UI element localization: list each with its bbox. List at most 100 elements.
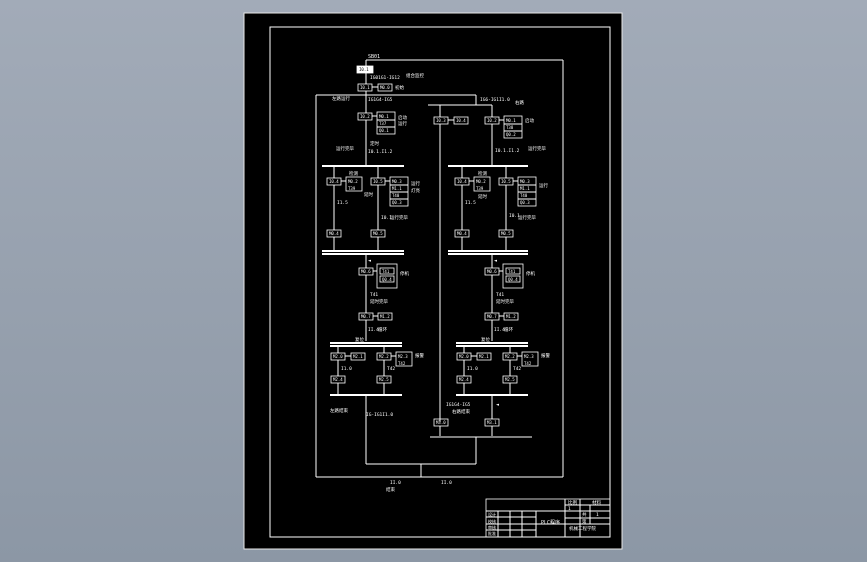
trans-label-16: I1.0 — [467, 366, 478, 372]
step-box-11-label: M0.4 — [457, 231, 467, 236]
note-28: 循环 — [504, 326, 513, 333]
note-2: 初始 — [395, 84, 404, 91]
step-box-3-label: I0.3 — [436, 118, 446, 123]
action-3b: T39 — [348, 186, 356, 191]
trans-label-3: IG6-IG1I1.0 — [480, 97, 510, 103]
trans-label-4: I0.1.I1.2 — [368, 149, 393, 155]
step-box-25[interactable] — [433, 418, 449, 427]
action-10b: T42 — [524, 361, 532, 366]
action-9a-label: T41 — [508, 269, 516, 274]
trans-label-14: T41 — [496, 292, 504, 298]
step-box-6-label: I0.5 — [373, 179, 383, 184]
note-3: 左路运行 — [332, 95, 350, 102]
step-box-23-label: M2.4 — [459, 377, 469, 382]
svg-text:机械工程学院: 机械工程学院 — [569, 525, 596, 532]
step-box-4-label: I0.2 — [487, 118, 497, 123]
action-group-8 — [395, 351, 413, 367]
action-10a: M2.3 — [524, 354, 534, 359]
note-22: 循环 — [378, 326, 387, 333]
svg-text:共: 共 — [582, 511, 587, 518]
note-30: 报警 — [541, 352, 550, 359]
bottom-right-label: II.0 — [441, 480, 452, 486]
note-23: 复位 — [355, 336, 364, 343]
trans-label-9: I0.1 — [509, 213, 520, 219]
step-box-12-label: M0.5 — [501, 231, 511, 236]
note-18: 运行 — [539, 182, 548, 189]
action-group-9 — [502, 263, 524, 289]
action-6c: T40 — [520, 193, 528, 198]
action-group-1 — [376, 111, 396, 135]
action-box-15[interactable] — [350, 352, 366, 361]
trans-label-1: IG01G1-IG12 — [370, 75, 400, 81]
step-box-26-label: M3.1 — [487, 420, 497, 425]
action-group-3 — [345, 176, 363, 192]
action-4c: T40 — [392, 193, 400, 198]
action-box-3[interactable] — [453, 116, 469, 125]
note-16: 检测 — [478, 170, 487, 177]
action-group-7 — [376, 263, 398, 289]
title-block: 比例 材料 1 共 1 第 机械工程学院 设计 校核 审核 批准 PLC程序 — [485, 498, 611, 538]
note-24: 报警 — [415, 352, 424, 359]
trans-label-6: I1.5 — [337, 200, 348, 206]
note-17: 延时 — [478, 193, 487, 200]
mid-left-label: IG-IG1I1.0 — [366, 412, 393, 418]
trans-label-8: I1.5 — [465, 200, 476, 206]
svg-text:比例: 比例 — [568, 499, 577, 506]
trans-label-2: IG1G4-IG5 — [368, 97, 393, 103]
note-12: 延时 — [364, 191, 373, 198]
action-box-14[interactable] — [377, 312, 393, 321]
svg-text:批准: 批准 — [488, 530, 496, 536]
title-block-sheet: 1 — [596, 512, 599, 518]
note-9: 启动 — [525, 117, 534, 124]
note-31: 右路结束 — [452, 408, 470, 415]
action-box-1-label: M0.0 — [380, 85, 390, 90]
note-11: 检测 — [349, 170, 358, 177]
top-step-box[interactable] — [356, 65, 374, 74]
note-7: 定时 — [370, 140, 379, 147]
top-label: SB01 — [368, 54, 380, 60]
action-group-2 — [503, 115, 523, 139]
action-box-21-label: M2.1 — [479, 354, 489, 359]
action-8b: T42 — [398, 361, 406, 366]
action-7a — [379, 267, 395, 275]
step-box-2-label: I0.2 — [360, 114, 370, 119]
note-6: 运行 — [398, 120, 407, 127]
action-4a: M0.3 — [392, 179, 402, 184]
action-box-1[interactable] — [377, 83, 393, 92]
note-8: 运行完毕 — [336, 145, 354, 152]
action-2c: Q0.2 — [506, 132, 516, 137]
action-1c: Q0.1 — [379, 128, 389, 133]
bottom-left-label: II.0 — [390, 480, 401, 486]
action-1b: T37 — [379, 121, 387, 126]
step-box-19-label: M0.6 — [487, 269, 497, 274]
note-4: 右路 — [515, 99, 524, 106]
action-box-14-label: M1.2 — [380, 314, 390, 319]
step-box-14-label: M0.7 — [361, 314, 371, 319]
arrow-r2: ◄ — [496, 402, 499, 408]
action-5a: M0.2 — [476, 179, 486, 184]
action-box-21[interactable] — [476, 352, 492, 361]
action-4d: Q0.3 — [392, 200, 402, 205]
action-7b — [379, 275, 395, 283]
title-block-label: PLC程序 — [541, 519, 560, 526]
drawing-border — [269, 26, 611, 538]
step-box-25-label: M3.0 — [436, 420, 446, 425]
trans-label-10: T41 — [370, 292, 378, 298]
action-box-20[interactable] — [503, 312, 519, 321]
trans-label-11: II.4 — [368, 327, 379, 333]
mid-right-label: IG1G4-IG5 — [446, 402, 471, 408]
trans-label-17: T42 — [513, 366, 521, 372]
action-6a: M0.3 — [520, 179, 530, 184]
action-4b: M1.1 — [392, 186, 402, 191]
arrow-l1: ◄ — [368, 258, 371, 264]
svg-text:材料: 材料 — [592, 499, 601, 506]
trans-label-15: II.4 — [494, 327, 505, 333]
note-13: 运行 — [411, 180, 420, 187]
step-box-8-label: M0.5 — [373, 231, 383, 236]
svg-text:校核: 校核 — [488, 518, 496, 524]
step-box-21-label: M2.0 — [459, 354, 469, 359]
note-25: 左路结束 — [330, 407, 348, 414]
trans-label-13: T42 — [387, 366, 395, 372]
note-27: 延时完毕 — [496, 298, 514, 305]
